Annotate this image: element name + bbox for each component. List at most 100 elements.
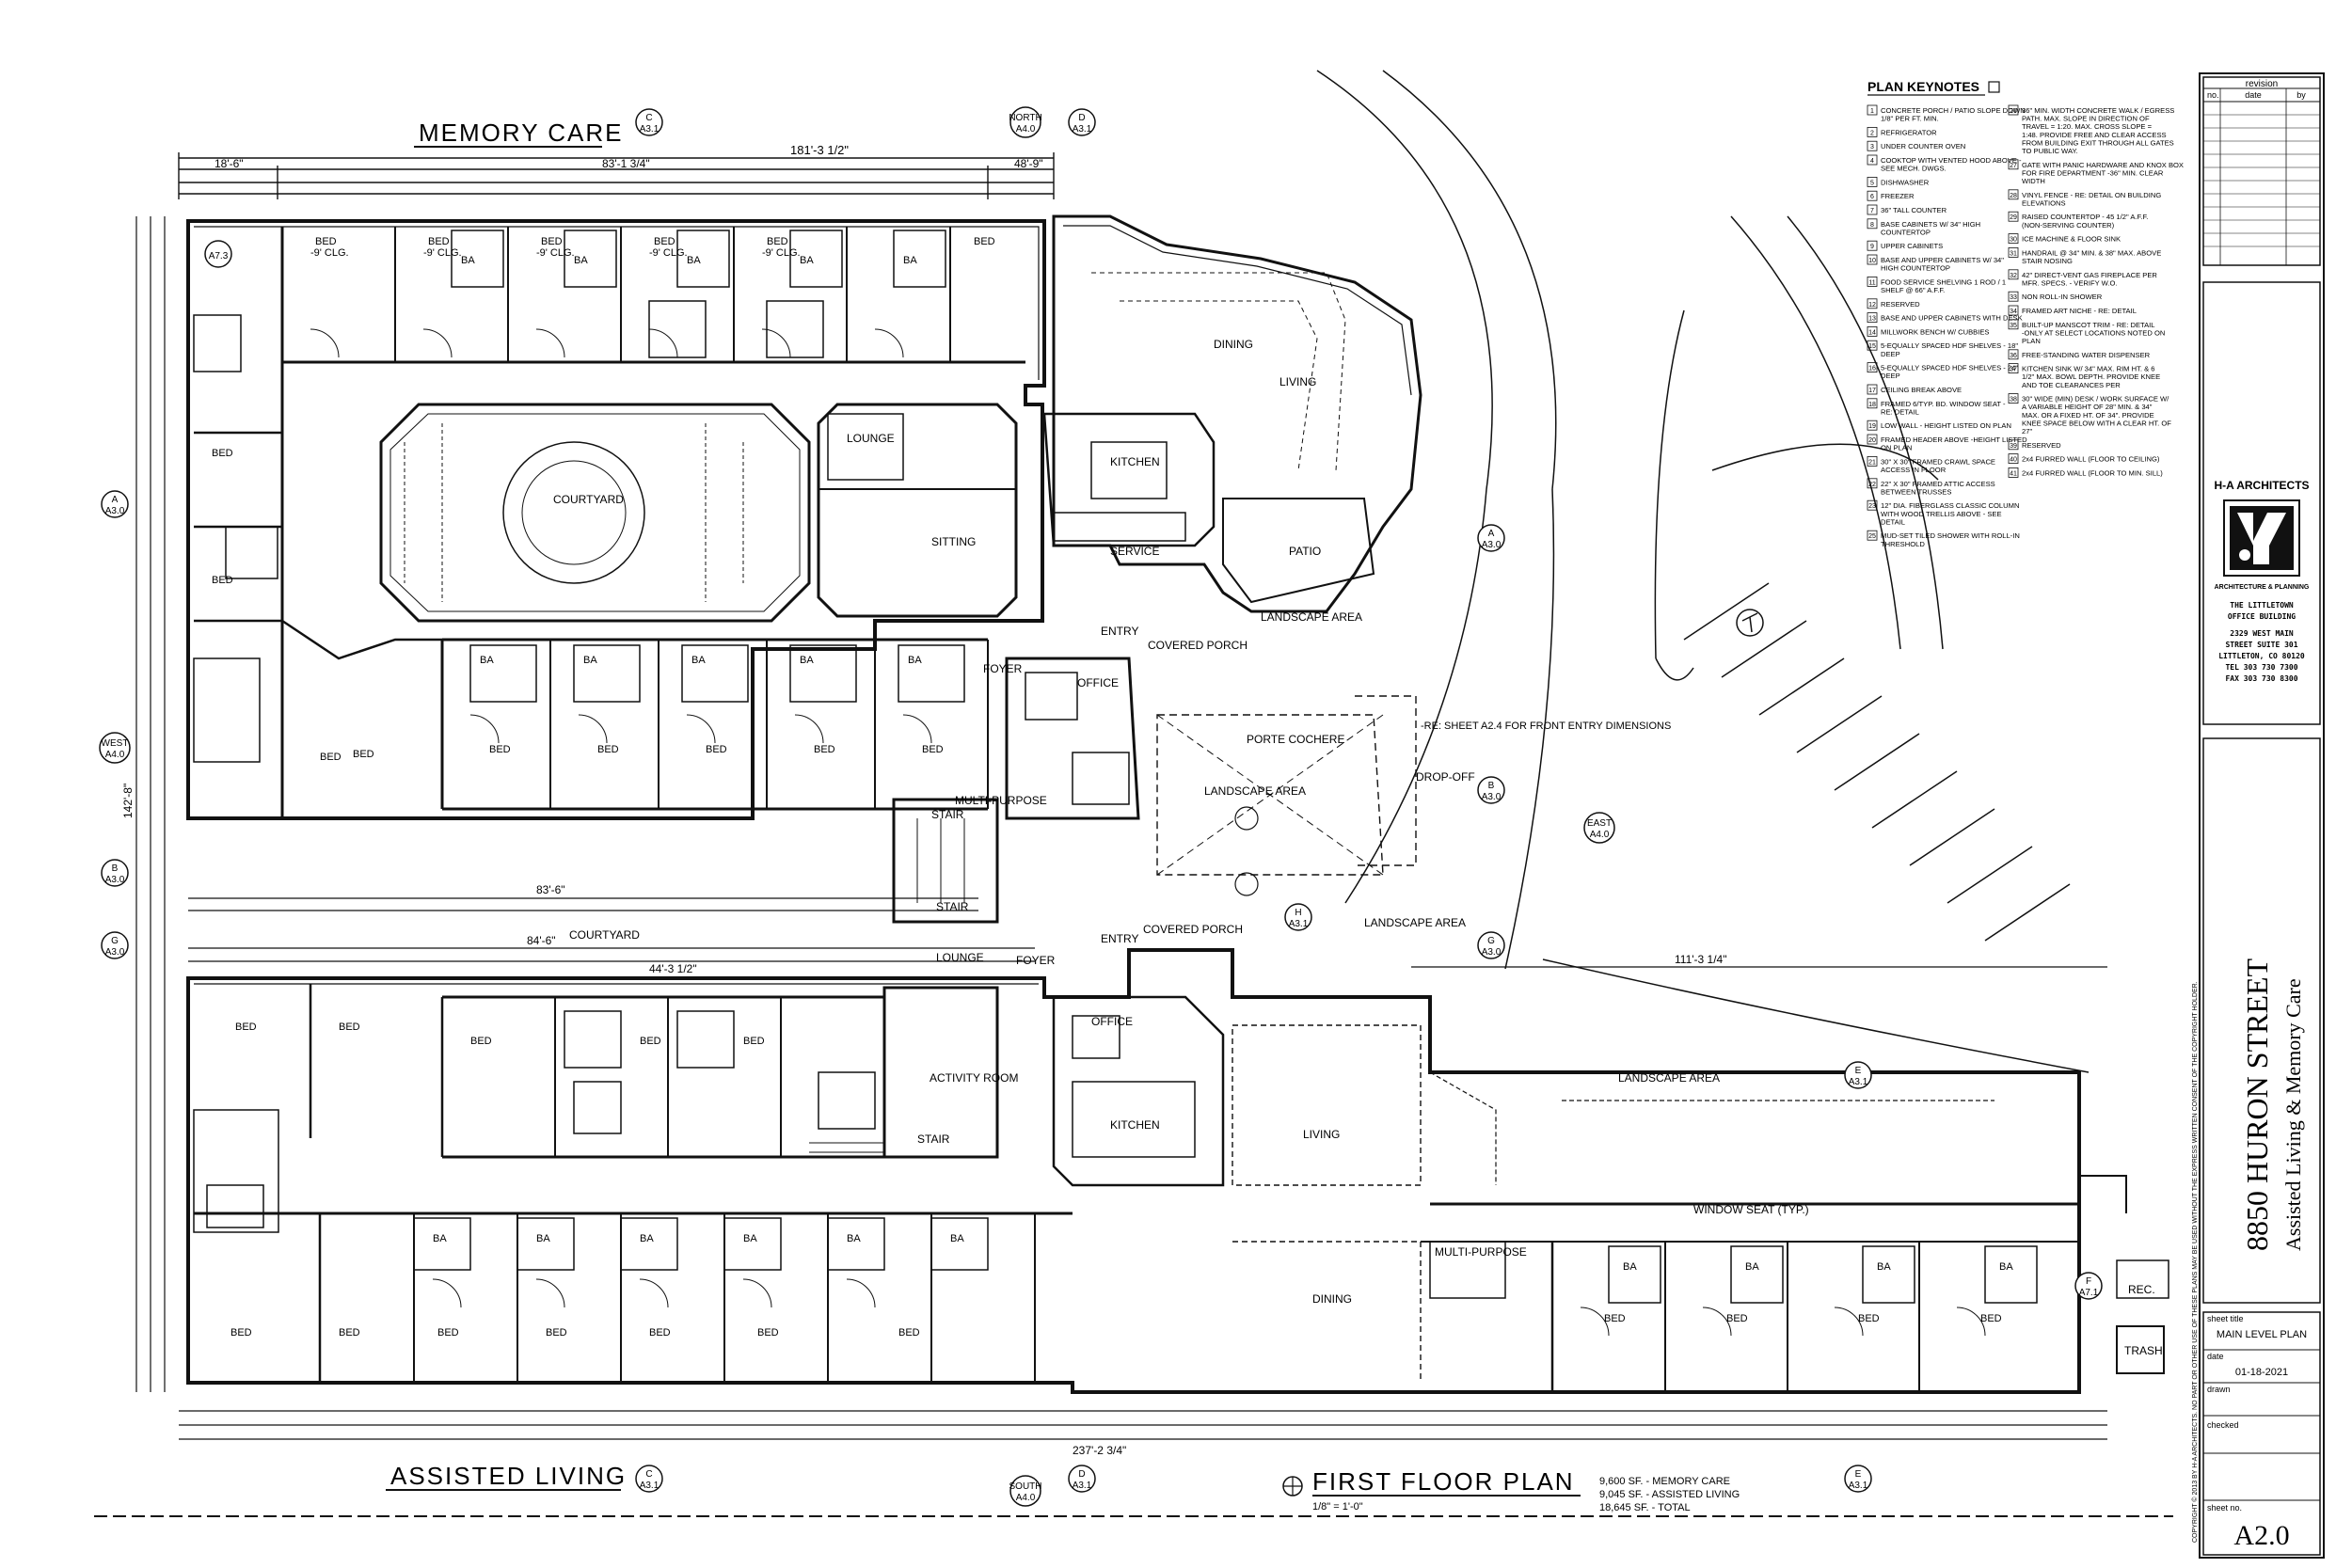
keynote-text: DETAIL (1881, 517, 1905, 526)
svg-text:A4.0: A4.0 (1016, 124, 1036, 135)
room-label: BED (898, 1327, 920, 1338)
keynote-text: 1/8" PER FT. MIN. (1881, 115, 1939, 123)
bath-label: BA (1999, 1261, 2013, 1273)
room-label: BED (230, 1327, 252, 1338)
section-marker-a-right: A A3.0 (1477, 524, 1505, 552)
keynote-number: 38 (2010, 397, 2017, 404)
svg-text:A3.0: A3.0 (1482, 792, 1502, 802)
bath-label: BA (1877, 1261, 1891, 1273)
keynote-text: MUD-SET TILED SHOWER WITH ROLL-IN (1881, 531, 2020, 540)
keynote-number: 7 (1870, 208, 1874, 214)
keynote-number: 37 (2010, 367, 2017, 373)
keynote-number-box (1867, 455, 1878, 467)
svg-text:G: G (1487, 936, 1495, 946)
keynote-number: 29 (2010, 214, 2017, 221)
keynote-text: 2x4 FURRED WALL (FLOOR TO CEILING) (2022, 455, 2160, 464)
keynote-text: A VARIABLE HEIGHT OF 28" MIN. & 34" (2022, 403, 2153, 411)
keynote-text: MAX. OR A FIXED HT. OF 34". PROVIDE (2022, 411, 2154, 420)
accessible-parking-symbol (1736, 609, 1764, 637)
office-label: OFFICE (1091, 1015, 1133, 1028)
keynote-number-box (1867, 190, 1878, 201)
room-label: BED (654, 236, 675, 247)
keynote-number-box (2008, 467, 2019, 478)
svg-text:by: by (2296, 90, 2306, 100)
revision-block: revision no. date by (2202, 76, 2321, 266)
keynote-number-box (2008, 211, 2019, 222)
keynote-number: 18 (1868, 402, 1876, 408)
keynote-text: HANDRAIL @ 34" MIN. & 38" MAX. ABOVE (2022, 248, 2161, 257)
room-label: BED (212, 575, 233, 586)
svg-text:A4.0: A4.0 (1016, 1493, 1036, 1503)
memory-care-wing (186, 219, 1046, 820)
bath-label: BA (908, 655, 922, 666)
svg-text:2329 WEST MAIN: 2329 WEST MAIN (2230, 629, 2294, 638)
room-label: BED (339, 1327, 360, 1338)
keynote-text: FREEZER (1881, 192, 1915, 200)
room-label: BED (757, 1327, 779, 1338)
keynote-number: 32 (2010, 273, 2017, 279)
keynote-number-box (1867, 176, 1878, 187)
detail-marker-a73: A7.3 (204, 240, 232, 268)
keynote-text: 12" DIA. FIBERGLASS CLASSIC COLUMN (1881, 501, 2019, 510)
keynote-number: 9 (1870, 244, 1874, 250)
keynote-text: UPPER CABINETS (1881, 242, 1943, 250)
keynote-number-box (2008, 104, 2019, 116)
keynote-text: KNEE SPACE BELOW WITH A CLEAR HT. OF (2022, 419, 2171, 427)
ceiling-note: -9' CLG. (762, 247, 801, 259)
keynote-text: BETWEEN TRUSSES (1881, 487, 1951, 496)
keynote-number-box (2008, 349, 2019, 360)
keynote-text: 1:48. PROVIDE FREE AND CLEAR ACCESS (2022, 131, 2167, 139)
courtyard-label: COURTYARD (553, 493, 624, 506)
keynote-number-box (1867, 254, 1878, 265)
svg-text:A7.1: A7.1 (2079, 1288, 2099, 1298)
keynote-number-box (1867, 340, 1878, 351)
window-seat-label: WINDOW SEAT (TYP.) (1693, 1203, 1809, 1216)
section-marker-b-left: B A3.0 (101, 859, 129, 887)
keynote-number-box (1867, 434, 1878, 445)
south-elevation-marker: SOUTH A4.0 (1009, 1475, 1042, 1507)
keynote-number-box (1867, 530, 1878, 541)
keynote-text: COOKTOP WITH VENTED HOOD ABOVE - (1881, 156, 2022, 165)
copyright-note: COPYRIGHT © 2013 BY H-A ARCHITECTS. NO P… (2191, 981, 2199, 1543)
keynote-text: FRAMED 6/TYP. BD. WINDOW SEAT - (1881, 400, 2006, 408)
space-labels: COURTYARD COURTYARD LOUNGE SITTING DININ… (553, 338, 2163, 1357)
keynote-text: BASE CABINETS W/ 34" HIGH (1881, 220, 1980, 229)
svg-text:A3.1: A3.1 (640, 1481, 660, 1491)
dim-right-wing: 111'-3 1/4" (1675, 953, 1726, 966)
multi-purpose-label: MULTI-PURPOSE (1435, 1245, 1527, 1259)
keynote-text: SEE MECH. DWGS. (1881, 165, 1947, 173)
svg-text:A3.0: A3.0 (1482, 947, 1502, 958)
ceiling-note: -9' CLG. (423, 247, 462, 259)
room-label: BED (489, 744, 511, 755)
svg-text:SOUTH: SOUTH (1009, 1481, 1042, 1492)
keynote-number: 25 (1868, 533, 1876, 540)
dim-top-c: 18'-6" (215, 157, 244, 170)
covered-porch-label: COVERED PORCH (1143, 923, 1243, 936)
first-floor-plan-title: FIRST FLOOR PLAN 1/8" = 1'-0" (1282, 1467, 1581, 1513)
room-label: BED (235, 1022, 257, 1033)
keynote-text: FOOD SERVICE SHELVING 1 ROD / 1 (1881, 277, 2006, 286)
ceiling-note: -9' CLG. (310, 247, 349, 259)
keynote-text: MILLWORK BENCH W/ CUBBIES (1881, 327, 1989, 336)
keynote-number-box (1867, 420, 1878, 431)
keynote-text: FRAMED ART NICHE - RE: DETAIL (2022, 307, 2137, 315)
keynote-number-box (2008, 291, 2019, 302)
door-swings (310, 328, 1986, 1337)
keynote-text: ON PLAN (1881, 444, 1912, 452)
rec-label: REC. (2128, 1283, 2155, 1296)
keynote-number-box (1867, 204, 1878, 215)
assisted-living-room-labels: BED BED BED BED BED BED BED BED BED BED … (230, 1022, 2013, 1338)
middle-dimension-lines (135, 216, 2107, 1440)
kitchen-label: KITCHEN (1110, 455, 1160, 468)
keynote-text: WITH WOOD TRELLIS ABOVE - SEE (1881, 510, 2002, 518)
keynote-text: 27" (2022, 427, 2032, 436)
room-label: BED (1858, 1313, 1880, 1324)
room-label: BED (1726, 1313, 1748, 1324)
bath-label: BA (480, 655, 494, 666)
keynote-number-box (1867, 398, 1878, 409)
svg-text:A3.1: A3.1 (1849, 1077, 1868, 1087)
keynote-text: ELEVATIONS (2022, 198, 2066, 207)
svg-text:1/8" = 1'-0": 1/8" = 1'-0" (1312, 1501, 1363, 1513)
svg-text:date: date (2245, 90, 2262, 100)
keynote-number-box (1867, 240, 1878, 251)
